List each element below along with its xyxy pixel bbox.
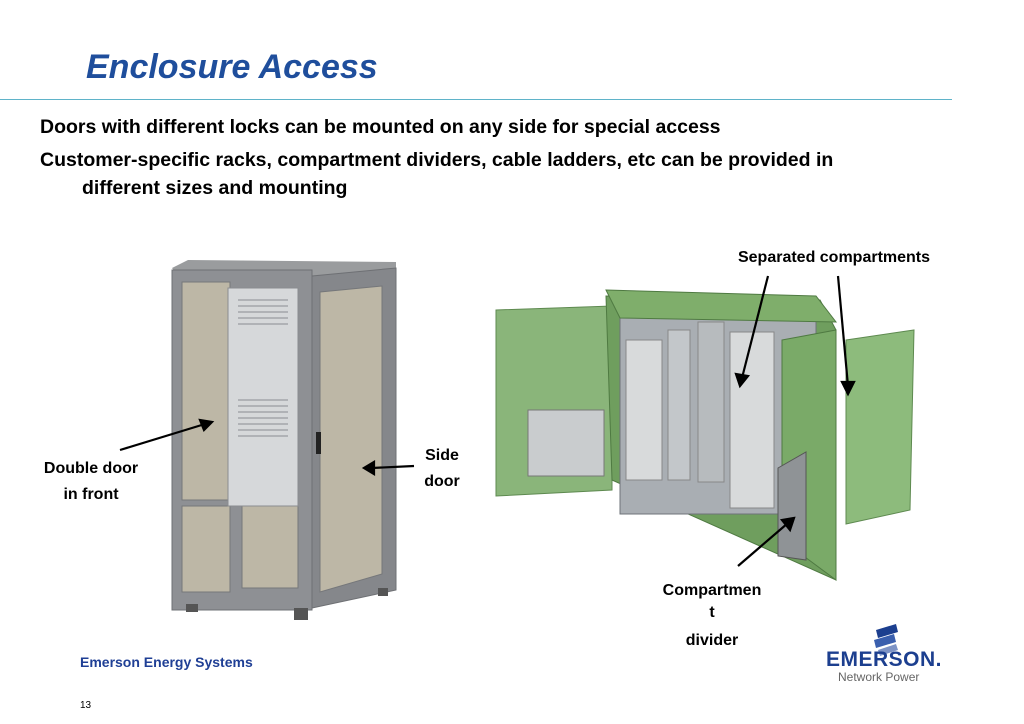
grey-enclosure-image bbox=[171, 260, 397, 620]
label-double-door-line1: Double door bbox=[43, 460, 139, 477]
page-number: 13 bbox=[80, 700, 92, 711]
label-compartment-line2: t bbox=[709, 604, 715, 621]
emerson-logo: EMERSON. Network Power bbox=[826, 648, 956, 684]
label-compartment-line1: Compartmen bbox=[662, 582, 762, 599]
label-side-door: Side door bbox=[412, 443, 472, 495]
label-double-door-line2: in front bbox=[63, 486, 119, 503]
bullet-doors: Doors with different locks can be mounte… bbox=[40, 116, 721, 138]
green-enclosure-image bbox=[495, 289, 915, 581]
bullet-custom-line2: different sizes and mounting bbox=[82, 177, 348, 199]
bullet-custom-line1: Customer-specific racks, compartment div… bbox=[40, 149, 834, 171]
footer-company: Emerson Energy Systems bbox=[80, 654, 253, 670]
label-side-door-line2: door bbox=[424, 473, 460, 490]
slide-title: Enclosure Access bbox=[86, 48, 378, 86]
logo-name: EMERSON. bbox=[826, 648, 943, 671]
label-compartment-divider: Compartmen t divider bbox=[650, 580, 774, 652]
label-side-door-line1: Side bbox=[425, 447, 459, 464]
callout-arrows bbox=[119, 275, 856, 567]
emerson-logo-icon bbox=[874, 624, 898, 656]
logo-tagline: Network Power bbox=[838, 670, 920, 684]
title-divider bbox=[0, 99, 952, 100]
label-compartment-line3: divider bbox=[685, 632, 739, 649]
label-double-door: Double door in front bbox=[30, 456, 152, 508]
label-separated-compartments: Separated compartments bbox=[737, 249, 931, 266]
bullet-custom: Customer-specific racks, compartment div… bbox=[40, 146, 990, 202]
